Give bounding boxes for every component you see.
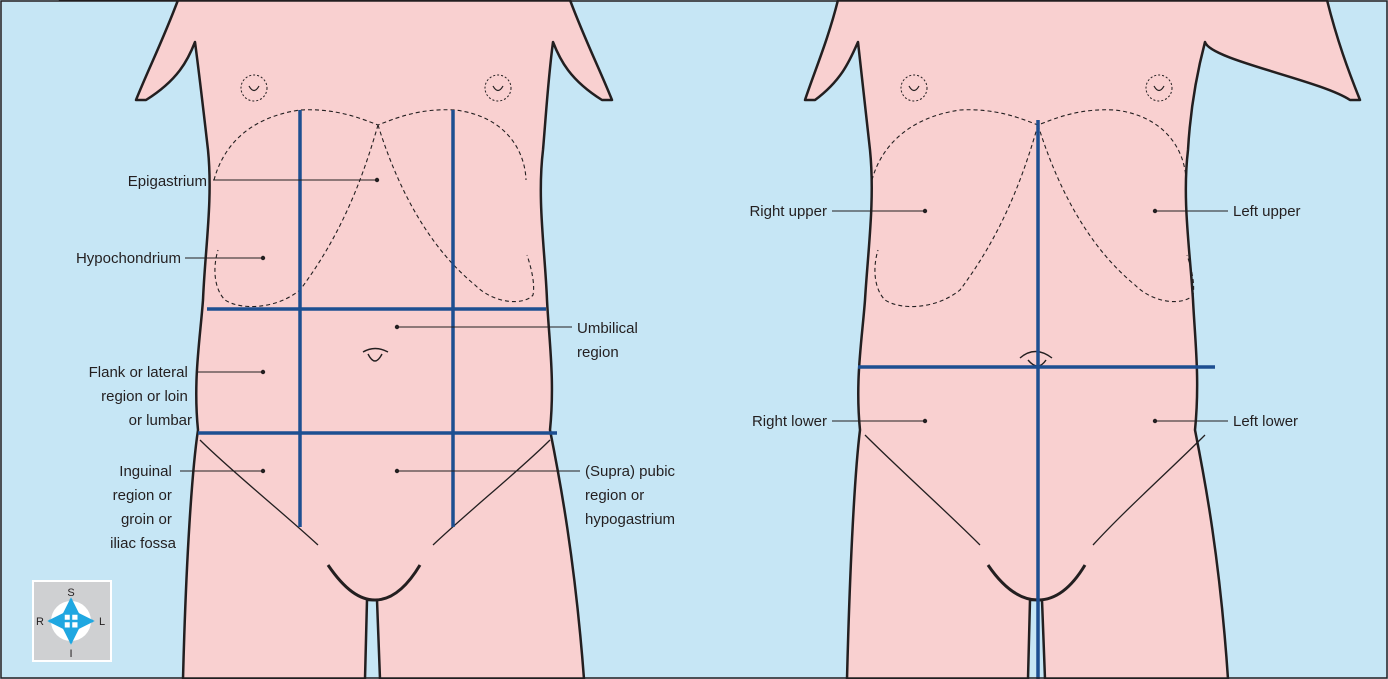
- compass-superior: S: [67, 587, 74, 599]
- compass-right: R: [36, 616, 44, 628]
- label-left-lower: Left lower: [1233, 413, 1298, 430]
- label-hypochondrium: Hypochondrium: [76, 250, 181, 267]
- label-right-upper: Right upper: [749, 203, 827, 220]
- label-epigastrium: Epigastrium: [128, 173, 207, 190]
- label-left-upper: Left upper: [1233, 203, 1301, 220]
- compass-left: L: [99, 616, 105, 628]
- orientation-compass: S I R L: [33, 581, 111, 661]
- label-right-lower: Right lower: [752, 413, 827, 430]
- compass-inferior: I: [69, 648, 72, 660]
